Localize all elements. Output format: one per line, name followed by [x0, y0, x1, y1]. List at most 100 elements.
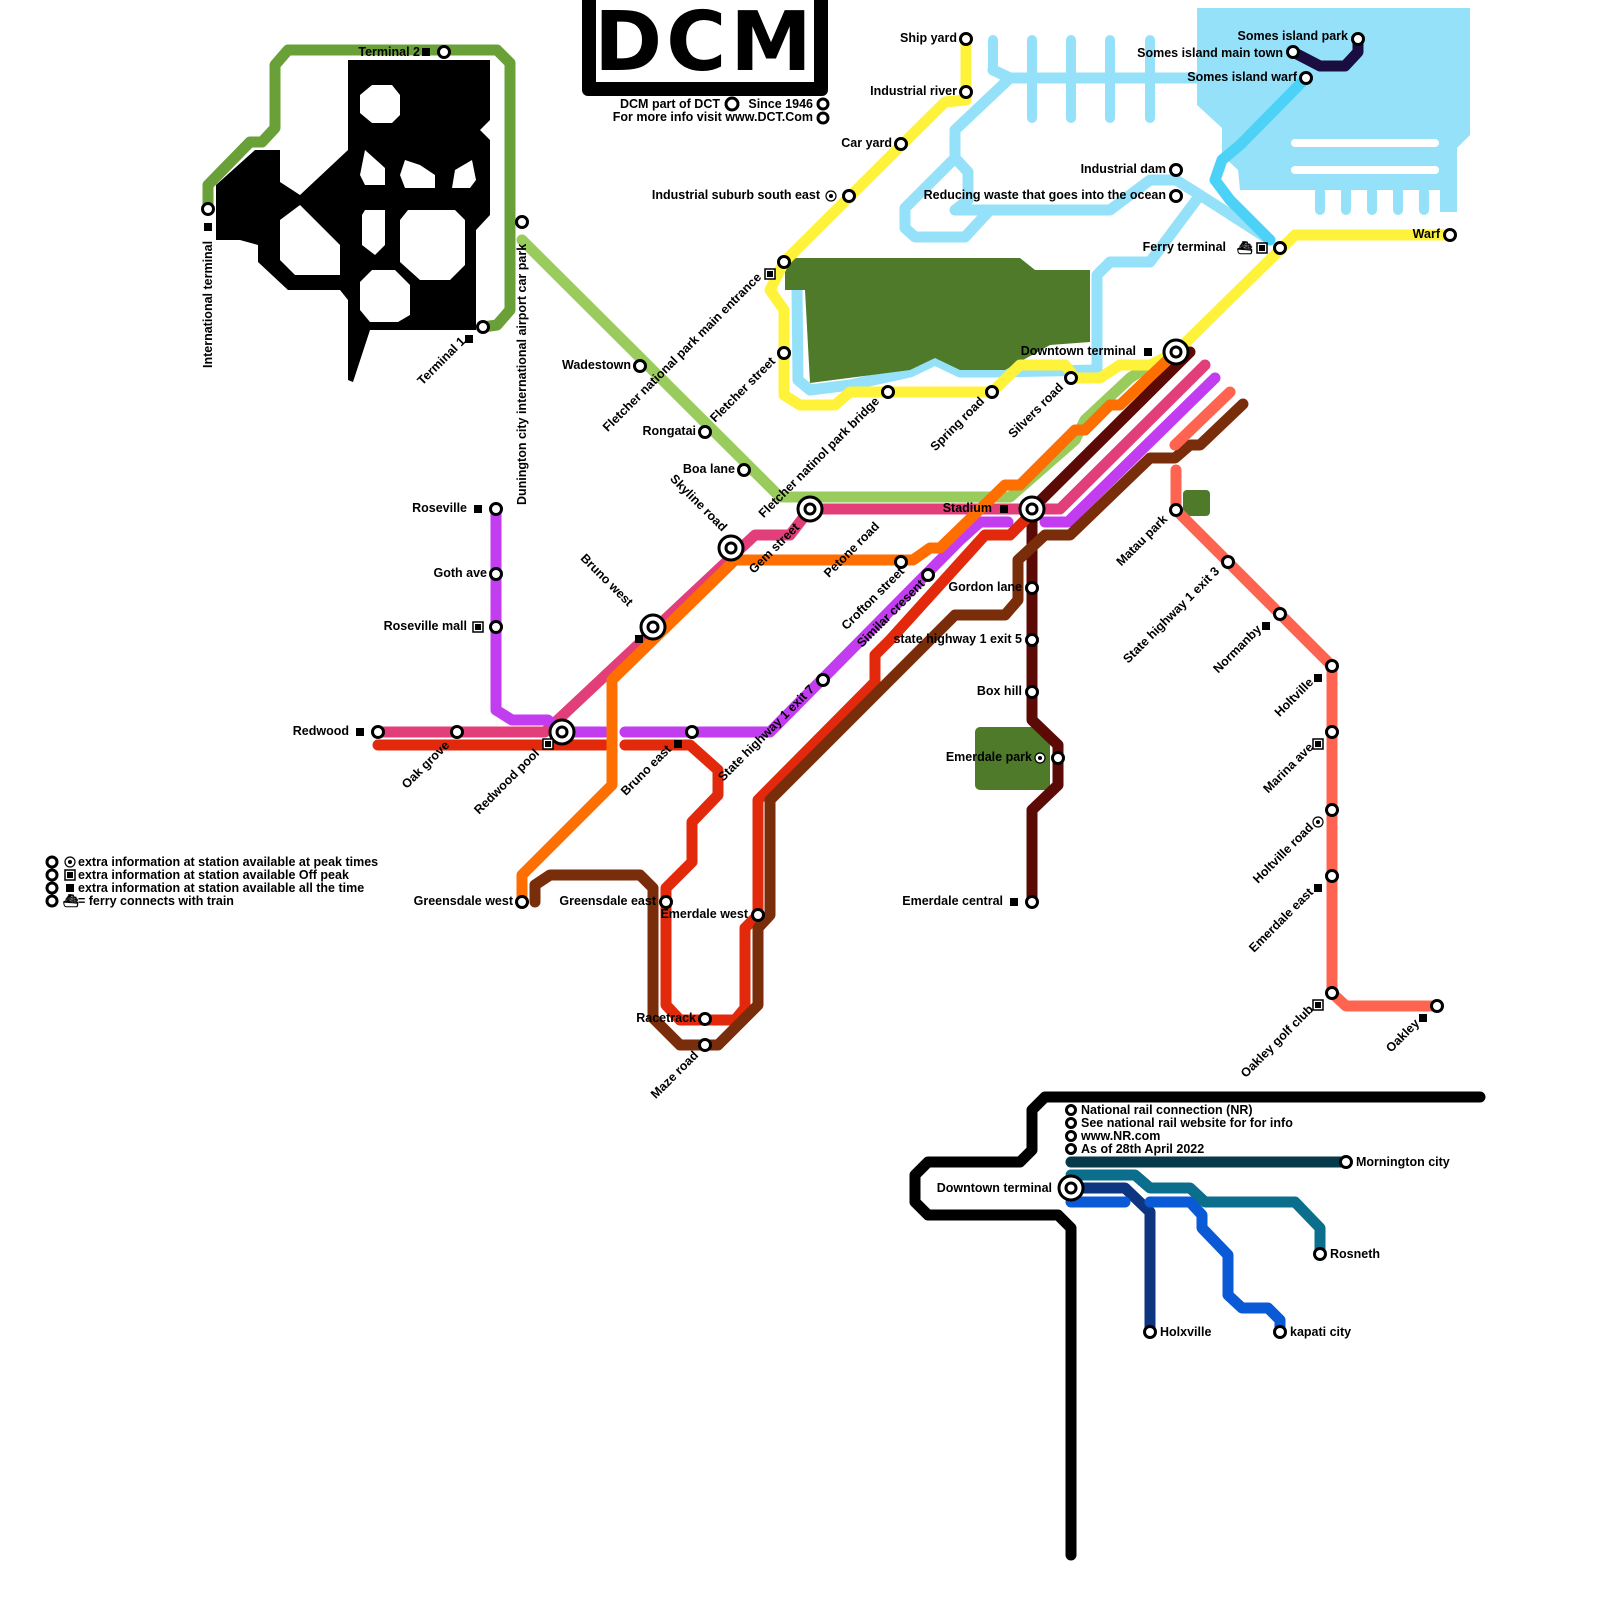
- station-label[interactable]: International terminal: [201, 241, 215, 368]
- station[interactable]: Somes island park: [1238, 29, 1365, 46]
- station-label[interactable]: Holtville: [1272, 675, 1316, 719]
- station-label[interactable]: Fletcher national park main entrance: [600, 270, 764, 434]
- station[interactable]: Holtville road: [1250, 803, 1339, 887]
- station-label[interactable]: Gordon lane: [948, 580, 1022, 594]
- station-label[interactable]: Rongatai: [643, 424, 696, 438]
- station-label[interactable]: Greensdale east: [559, 894, 656, 908]
- station[interactable]: Ferry terminal⛴: [1143, 240, 1287, 255]
- station-dot-icon[interactable]: [777, 346, 791, 360]
- station-dot-icon[interactable]: [698, 425, 712, 439]
- station[interactable]: Terminal 2: [358, 45, 451, 59]
- station-dot-icon[interactable]: [985, 385, 999, 399]
- station[interactable]: Matau park: [1114, 503, 1183, 569]
- station-dot-icon[interactable]: [1143, 1325, 1157, 1339]
- station[interactable]: state highway 1 exit 5: [893, 632, 1039, 647]
- station-label[interactable]: Roseville: [412, 501, 467, 515]
- station-dot-icon[interactable]: [1051, 751, 1065, 765]
- station-label[interactable]: Normanby: [1211, 622, 1265, 676]
- station-dot-icon[interactable]: [201, 202, 215, 216]
- station-dot-icon[interactable]: [1325, 659, 1339, 673]
- station-dot-icon[interactable]: [1339, 1155, 1353, 1169]
- station-label[interactable]: Stadium: [943, 501, 992, 515]
- station[interactable]: Marina ave: [1261, 725, 1339, 796]
- station[interactable]: Goth ave: [434, 566, 503, 581]
- station[interactable]: Reducing waste that goes into the ocean: [924, 188, 1183, 203]
- station-dot-icon[interactable]: [1169, 163, 1183, 177]
- station-dot-icon[interactable]: [1025, 895, 1039, 909]
- station[interactable]: Industrial river: [870, 84, 973, 99]
- station[interactable]: Rongatai: [643, 424, 712, 439]
- station-label[interactable]: Wadestown: [562, 358, 631, 372]
- station-label[interactable]: Somes island warf: [1187, 70, 1298, 84]
- station-label[interactable]: Terminal 2: [358, 45, 420, 59]
- station[interactable]: Emerdale park: [946, 750, 1065, 765]
- station-label[interactable]: Warf: [1413, 227, 1441, 241]
- station[interactable]: Greensdale west: [414, 894, 529, 909]
- station-label[interactable]: Marina ave: [1261, 740, 1317, 796]
- station-dot-icon[interactable]: [816, 673, 830, 687]
- station-label[interactable]: Oakley golf club: [1238, 1002, 1316, 1080]
- station-label[interactable]: Reducing waste that goes into the ocean: [924, 188, 1166, 202]
- station[interactable]: Normanby: [1211, 607, 1287, 676]
- station[interactable]: Mornington city: [1339, 1155, 1450, 1169]
- station[interactable]: Somes island main town: [1137, 45, 1300, 60]
- station[interactable]: Racetrack: [636, 1011, 712, 1026]
- station-dot-icon[interactable]: [842, 189, 856, 203]
- station-dot-icon[interactable]: [1325, 803, 1339, 817]
- station[interactable]: Greensdale east: [559, 894, 673, 909]
- station-dot-icon[interactable]: [1025, 633, 1039, 647]
- station-dot-icon[interactable]: [1325, 725, 1339, 739]
- station[interactable]: Emerdale central: [902, 894, 1039, 909]
- station[interactable]: State highway 1 exit 3: [1120, 555, 1235, 666]
- station-dot-icon[interactable]: [489, 620, 503, 634]
- station-label[interactable]: Fletcher street: [707, 354, 778, 425]
- station-dot-icon[interactable]: [1221, 555, 1235, 569]
- station[interactable]: Bruno west: [578, 551, 667, 643]
- station-label[interactable]: Redwood: [293, 724, 349, 738]
- station-dot-icon[interactable]: [1169, 503, 1183, 517]
- station-label[interactable]: State highway 1 exit 3: [1120, 564, 1222, 666]
- station-label[interactable]: Emerdale park: [946, 750, 1032, 764]
- station-label[interactable]: Bruno west: [578, 551, 637, 610]
- station-label[interactable]: Redwood pool: [471, 746, 542, 817]
- station[interactable]: Downtown terminal: [1021, 338, 1190, 366]
- station[interactable]: kapati city: [1273, 1325, 1352, 1339]
- station-dot-icon[interactable]: [1325, 869, 1339, 883]
- station-label[interactable]: Box hill: [977, 684, 1022, 698]
- station-label[interactable]: Mornington city: [1356, 1155, 1450, 1169]
- station-dot-icon[interactable]: [698, 1012, 712, 1026]
- station-label[interactable]: Goth ave: [434, 566, 488, 580]
- station-label[interactable]: Terminal 1: [415, 334, 468, 387]
- station-dot-icon[interactable]: [685, 725, 699, 739]
- station[interactable]: Dunington city international airport car…: [515, 215, 529, 506]
- station-dot-icon[interactable]: [959, 32, 973, 46]
- station-label[interactable]: Somes island park: [1238, 29, 1349, 43]
- station-dot-icon[interactable]: [921, 568, 935, 582]
- station-label[interactable]: Racetrack: [636, 1011, 696, 1025]
- station-dot-icon[interactable]: [489, 502, 503, 516]
- station-dot-icon[interactable]: [894, 555, 908, 569]
- station-dot-icon[interactable]: [1325, 986, 1339, 1000]
- station-dot-icon[interactable]: [450, 725, 464, 739]
- station-dot-icon[interactable]: [777, 255, 791, 269]
- station-dot-icon[interactable]: [698, 1038, 712, 1052]
- station[interactable]: Car yard: [841, 136, 908, 151]
- station-dot-icon[interactable]: [737, 463, 751, 477]
- station-dot-icon[interactable]: [633, 359, 647, 373]
- station-label[interactable]: Silvers road: [1006, 380, 1067, 441]
- station-dot-icon[interactable]: [489, 567, 503, 581]
- station-dot-icon[interactable]: [1025, 685, 1039, 699]
- station-label[interactable]: Petone road: [821, 519, 882, 580]
- station-label[interactable]: Downtown terminal: [937, 1181, 1052, 1195]
- station-dot-icon[interactable]: [1025, 581, 1039, 595]
- station[interactable]: Rosneth: [1313, 1247, 1381, 1261]
- station[interactable]: Stadium: [943, 495, 1046, 523]
- station[interactable]: Somes island warf: [1187, 70, 1313, 85]
- station[interactable]: Boa lane: [683, 462, 751, 477]
- station-dot-icon[interactable]: [1286, 45, 1300, 59]
- station-dot-icon[interactable]: [659, 895, 673, 909]
- station-dot-icon[interactable]: [476, 320, 490, 334]
- station-label[interactable]: Gem street: [746, 520, 803, 577]
- station[interactable]: Wadestown: [562, 358, 647, 373]
- station[interactable]: International terminal: [201, 202, 215, 369]
